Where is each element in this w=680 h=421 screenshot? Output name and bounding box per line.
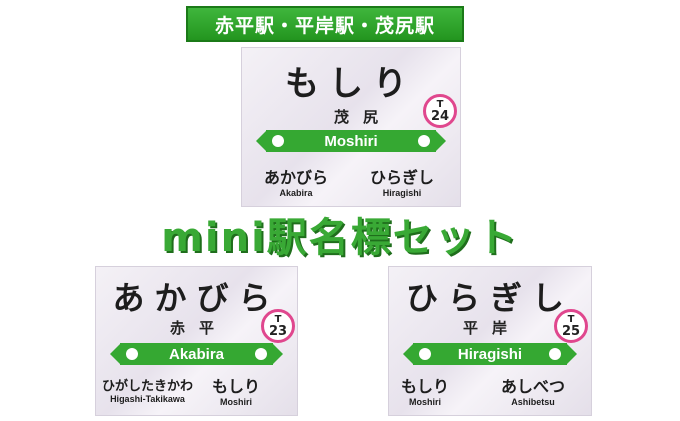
dot-icon (418, 135, 430, 147)
station-number-badge: T 25 (554, 309, 588, 343)
badge-line-letter: T (274, 313, 282, 325)
next-station-romaji: Ashibetsu (511, 397, 555, 407)
prev-station-kana: あかびら (264, 168, 329, 187)
line-bar: Moshiri (256, 130, 446, 152)
station-name-kanji: 平岸 (463, 319, 522, 337)
next-station-kana: もしり (212, 377, 261, 396)
station-number-badge: T 23 (261, 309, 295, 343)
prev-station-romaji: Akabira (279, 188, 313, 198)
station-sign-hiragishi: ひらぎし 平岸 T 25 Hiragishi もしり Moshiri あしべつ … (388, 266, 592, 416)
station-name-kana: ひらぎし (405, 279, 574, 317)
arrow-left-icon (110, 343, 121, 365)
next-station: もしり Moshiri (212, 373, 260, 407)
prev-station-romaji: Moshiri (409, 397, 442, 407)
arrow-right-icon (435, 130, 446, 152)
next-station: あしべつ Ashibetsu (501, 373, 565, 407)
next-station-romaji: Hiragishi (382, 188, 422, 198)
dot-icon (126, 348, 138, 360)
arrow-left-icon (256, 130, 267, 152)
dot-icon (255, 348, 267, 360)
station-name-kanji: 赤平 (170, 319, 229, 337)
prev-station-kana: ひがしたきかわ (102, 379, 194, 394)
station-name-romaji: Moshiri (324, 132, 378, 150)
prev-station: もしり Moshiri (401, 373, 449, 407)
prev-station: ひがしたきかわ Higashi-Takikawa (102, 375, 193, 404)
promo-heading: mini駅名標セット (161, 215, 519, 261)
station-number-badge: T 24 (423, 94, 457, 128)
next-station: ひらぎし Hiragishi (370, 164, 434, 198)
next-station-romaji: Moshiri (220, 397, 253, 407)
arrow-right-icon (272, 343, 283, 365)
arrow-right-icon (566, 343, 577, 365)
dot-icon (549, 348, 561, 360)
badge-line-letter: T (567, 313, 575, 325)
prev-station-kana: もしり (401, 377, 450, 396)
station-name-kana: もしり (285, 64, 417, 104)
dot-icon (419, 348, 431, 360)
line-bar: Akabira (110, 343, 283, 365)
next-station-kana: あしべつ (501, 377, 566, 396)
badge-number: 24 (430, 108, 450, 124)
badge-line-letter: T (436, 98, 444, 110)
title-banner-text: 赤平駅・平岸駅・茂尻駅 (214, 14, 435, 37)
station-name-romaji: Akabira (168, 345, 225, 363)
station-name-kana: あかびら (112, 279, 281, 317)
dot-icon (272, 135, 284, 147)
badge-number: 25 (561, 323, 581, 339)
station-name-romaji: Hiragishi (457, 345, 523, 363)
station-sign-akabira: あかびら 赤平 T 23 Akabira ひがしたきかわ Higashi-Tak… (95, 266, 298, 416)
next-station-kana: ひらぎし (370, 168, 435, 187)
prev-station-romaji: Higashi-Takikawa (110, 394, 185, 404)
station-name-kanji: 茂尻 (334, 108, 393, 126)
arrow-left-icon (403, 343, 414, 365)
line-bar: Hiragishi (403, 343, 577, 365)
title-banner: 赤平駅・平岸駅・茂尻駅 (186, 6, 464, 42)
prev-station: あかびら Akabira (264, 164, 328, 198)
badge-number: 23 (268, 323, 288, 339)
station-sign-moshiri: もしり 茂尻 T 24 Moshiri あかびら Akabira ひらぎし Hi… (241, 47, 461, 207)
